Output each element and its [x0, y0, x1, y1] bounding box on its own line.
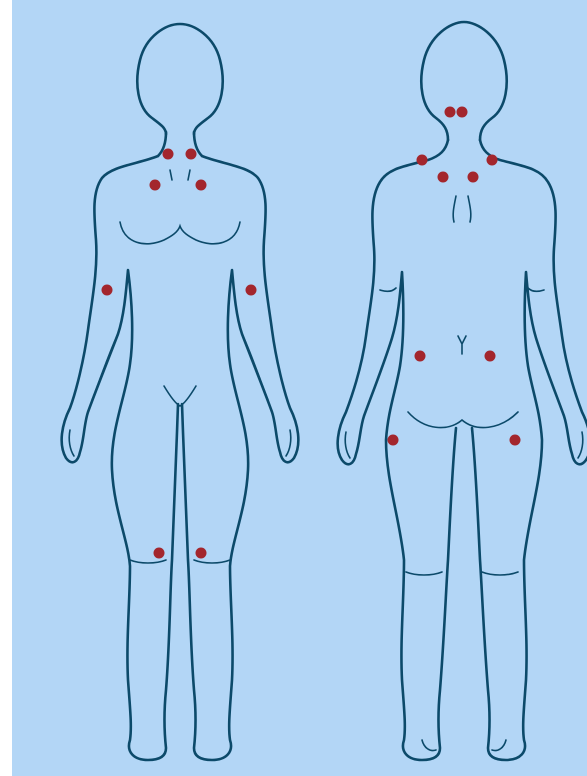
back-hand-left [345, 432, 350, 458]
tender-point [388, 435, 399, 446]
body-diagram [12, 0, 587, 776]
back-heel-right [492, 740, 506, 751]
back-shoulder-blade-left [453, 196, 456, 222]
tender-point [154, 548, 165, 559]
back-elbow-left [380, 288, 396, 291]
tender-point [485, 351, 496, 362]
tender-point [438, 172, 449, 183]
tender-point [196, 180, 207, 191]
front-knee-right [194, 560, 230, 563]
front-head-outline [137, 24, 222, 134]
front-collar-line [170, 170, 190, 180]
back-spine-mark [458, 336, 466, 354]
diagram-canvas [12, 0, 587, 776]
tender-point [196, 548, 207, 559]
front-body-right-outline [182, 156, 298, 760]
front-knee-left [130, 560, 166, 563]
back-figure [338, 22, 587, 760]
tender-points [102, 107, 521, 559]
back-head-outline [421, 22, 506, 140]
tender-point [246, 285, 257, 296]
tender-point [457, 107, 468, 118]
front-chest-line [120, 222, 240, 244]
front-inner-arm-right [242, 334, 268, 400]
back-elbow-right [528, 288, 544, 291]
tender-point [487, 155, 498, 166]
tender-point [415, 351, 426, 362]
back-body-left-outline [338, 140, 456, 760]
tender-point [186, 149, 197, 160]
front-hand-left [69, 430, 74, 456]
front-hand-right [286, 430, 291, 456]
back-hand-right [578, 432, 583, 458]
tender-point [102, 285, 113, 296]
back-knee-left [406, 572, 442, 575]
front-figure [62, 24, 299, 760]
tender-point [510, 435, 521, 446]
front-groin-line [164, 386, 196, 406]
back-buttock-line [408, 412, 518, 428]
tender-point [417, 155, 428, 166]
back-knee-right [482, 572, 518, 575]
back-body-right-outline [472, 140, 587, 760]
back-shoulder-blade-right [468, 196, 471, 222]
tender-point [163, 149, 174, 160]
front-body-left-outline [62, 156, 178, 760]
back-heel-left [422, 740, 436, 751]
front-inner-arm-left [92, 334, 118, 400]
tender-point [468, 172, 479, 183]
tender-point [445, 107, 456, 118]
tender-point [150, 180, 161, 191]
